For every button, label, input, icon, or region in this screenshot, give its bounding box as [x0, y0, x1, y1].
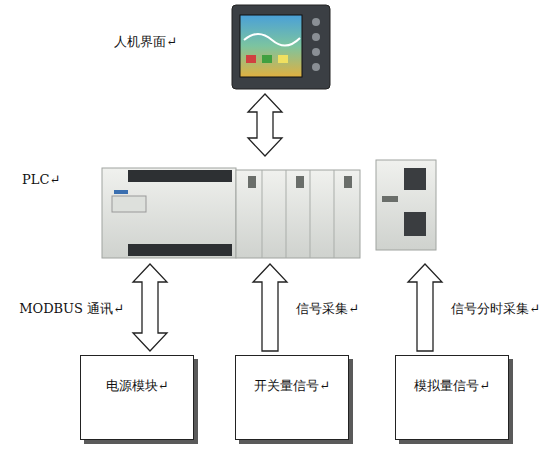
- plc-terminal: [128, 170, 232, 182]
- box-label: 开关量信号↵: [236, 356, 348, 395]
- box-label: 模拟量信号↵: [396, 356, 508, 395]
- module-divider: [310, 170, 311, 258]
- box-label: 电源模块↵: [81, 356, 193, 395]
- plc-main-unit: [102, 168, 236, 258]
- block-arrow: [408, 264, 442, 351]
- hmi-button: [312, 18, 320, 26]
- module-led: [248, 176, 256, 188]
- plc-terminal: [128, 244, 232, 256]
- plc-expansion-module: [376, 160, 436, 250]
- signal-box: 模拟量信号↵: [395, 355, 509, 440]
- signal-box: 开关量信号↵: [235, 355, 349, 440]
- hmi-button: [312, 48, 320, 56]
- arrow-label: 信号分时采集↵: [450, 300, 541, 318]
- hmi-button: [312, 33, 320, 41]
- device-label: PLC↵: [22, 172, 60, 187]
- hmi-button: [312, 63, 320, 71]
- hmi-device: 人机界面↵: [232, 5, 330, 90]
- plc-device: PLC↵: [100, 160, 440, 260]
- hmi-widget: [262, 55, 272, 63]
- plc-panel: [112, 196, 146, 212]
- arrow-label: MODBUS 通讯↵: [18, 300, 125, 318]
- hmi-bezel: [232, 5, 330, 89]
- block-arrow: [248, 94, 282, 156]
- module-divider: [334, 170, 335, 258]
- expansion-terminal: [404, 212, 426, 236]
- plc-logo: [114, 190, 128, 194]
- device-label: 人机界面↵: [114, 33, 177, 51]
- module-led: [296, 176, 304, 188]
- hmi-widget: [246, 55, 256, 63]
- expansion-terminal: [404, 168, 426, 190]
- hmi-widget: [278, 55, 288, 63]
- hmi-curve: [244, 34, 300, 46]
- module-box: 电源模块↵: [80, 355, 194, 440]
- plc-io-modules: [236, 170, 360, 258]
- expansion-led: [382, 196, 398, 202]
- module-led: [344, 176, 352, 188]
- module-divider: [262, 170, 263, 258]
- hmi-screen: [240, 15, 302, 77]
- block-arrow: [133, 264, 167, 351]
- block-arrow: [253, 264, 287, 351]
- arrow-label: 信号采集↵: [295, 300, 360, 318]
- module-divider: [286, 170, 287, 258]
